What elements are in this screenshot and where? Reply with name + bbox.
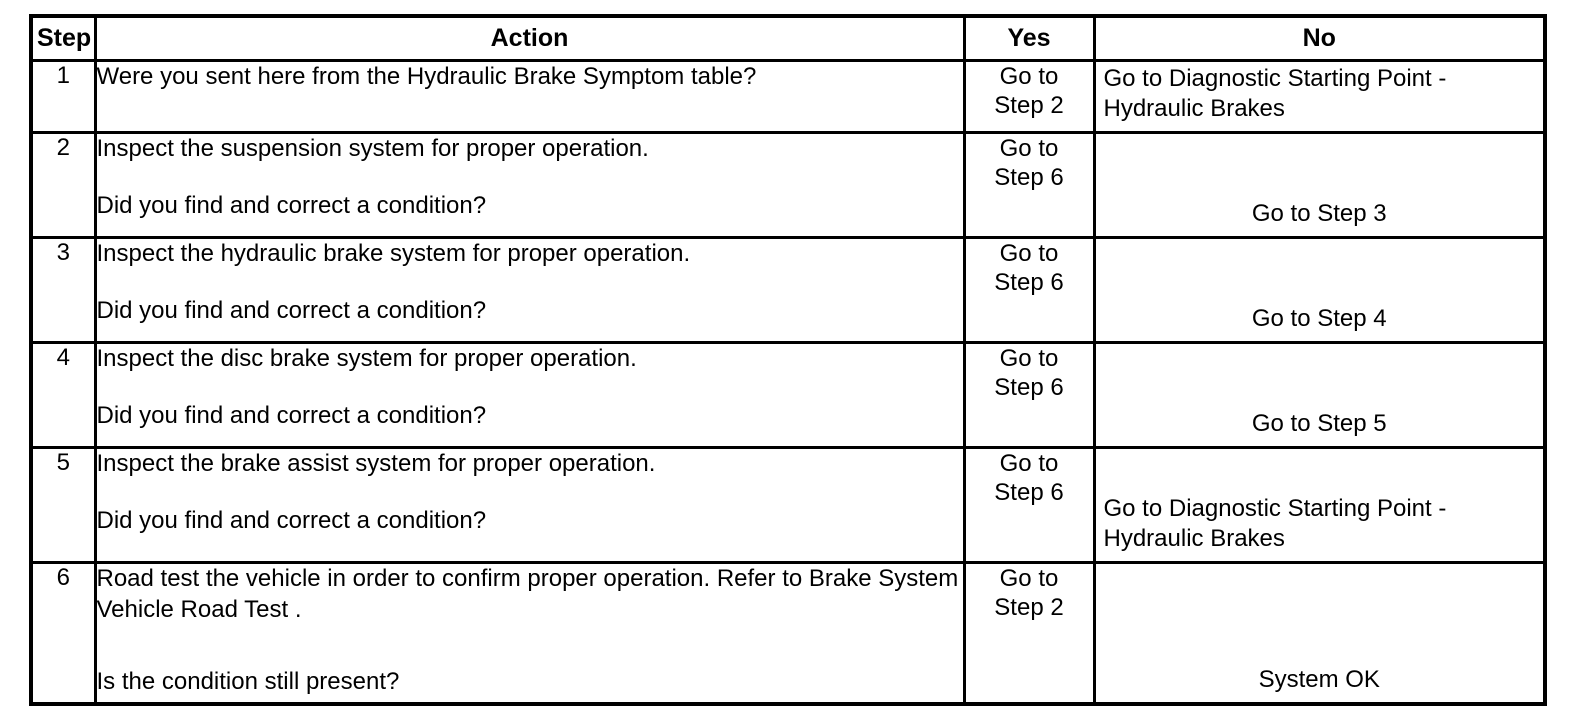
column-header-no: No	[1092, 14, 1547, 62]
action-text: Road test the vehicle in order to confir…	[93, 561, 966, 705]
yes-answer: Go to Step 2	[962, 561, 1096, 705]
action-text: Inspect the brake assist system for prop…	[93, 446, 966, 564]
step-number: 6	[29, 561, 97, 705]
no-answer: Go to Step 4	[1092, 236, 1547, 344]
column-header-step: Step	[29, 14, 97, 62]
action-line-question: Did you find and correct a condition?	[96, 296, 487, 324]
no-answer: Go to Step 3	[1092, 131, 1547, 239]
action-line-primary: Inspect the hydraulic brake system for p…	[96, 240, 691, 267]
table-row: 4 Inspect the disc brake system for prop…	[29, 341, 1547, 449]
no-answer: System OK	[1092, 561, 1547, 705]
action-spacer	[97, 480, 963, 506]
yes-answer: Go to Step 6	[962, 446, 1096, 564]
action-line-primary: Were you sent here from the Hydraulic Br…	[96, 63, 757, 90]
table-row: 1 Were you sent here from the Hydraulic …	[29, 59, 1547, 134]
table-row: 6 Road test the vehicle in order to conf…	[29, 561, 1547, 705]
action-spacer	[97, 165, 963, 191]
action-line-question: Did you find and correct a condition?	[96, 506, 487, 534]
table-row: 5 Inspect the brake assist system for pr…	[29, 446, 1547, 564]
diagnostic-table: Step Action Yes No 1 Were you sent here …	[29, 14, 1547, 706]
step-number: 2	[29, 131, 97, 239]
table-row: 2 Inspect the suspension system for prop…	[29, 131, 1547, 239]
no-answer: Go to Diagnostic Starting Point - Hydrau…	[1092, 446, 1547, 564]
action-text: Inspect the suspension system for proper…	[93, 131, 966, 239]
no-answer: Go to Step 5	[1092, 341, 1547, 449]
column-header-yes: Yes	[962, 14, 1096, 62]
action-text: Inspect the disc brake system for proper…	[93, 341, 966, 449]
step-number: 5	[29, 446, 97, 564]
yes-answer: Go to Step 2	[962, 59, 1096, 134]
table-row: 3 Inspect the hydraulic brake system for…	[29, 236, 1547, 344]
step-number: 4	[29, 341, 97, 449]
yes-answer: Go to Step 6	[962, 341, 1096, 449]
step-number: 1	[29, 59, 97, 134]
action-line-question: Did you find and correct a condition?	[96, 401, 487, 429]
table-header-row: Step Action Yes No	[29, 14, 1547, 62]
diagnostic-procedure-table: Step Action Yes No 1 Were you sent here …	[29, 14, 1547, 706]
action-spacer	[97, 625, 963, 667]
action-line-primary: Inspect the disc brake system for proper…	[96, 345, 637, 372]
step-number: 3	[29, 236, 97, 344]
action-text: Inspect the hydraulic brake system for p…	[93, 236, 966, 344]
no-answer: Go to Diagnostic Starting Point - Hydrau…	[1092, 59, 1547, 134]
action-line-primary: Road test the vehicle in order to confir…	[96, 565, 959, 623]
action-spacer	[97, 270, 963, 296]
action-spacer	[97, 375, 963, 401]
yes-answer: Go to Step 6	[962, 236, 1096, 344]
yes-answer: Go to Step 6	[962, 131, 1096, 239]
action-line-primary: Inspect the brake assist system for prop…	[96, 450, 656, 477]
action-line-primary: Inspect the suspension system for proper…	[96, 135, 649, 162]
action-line-question: Is the condition still present?	[96, 668, 400, 696]
column-header-action: Action	[93, 14, 966, 62]
action-line-question: Did you find and correct a condition?	[96, 191, 487, 219]
action-text: Were you sent here from the Hydraulic Br…	[93, 59, 966, 134]
